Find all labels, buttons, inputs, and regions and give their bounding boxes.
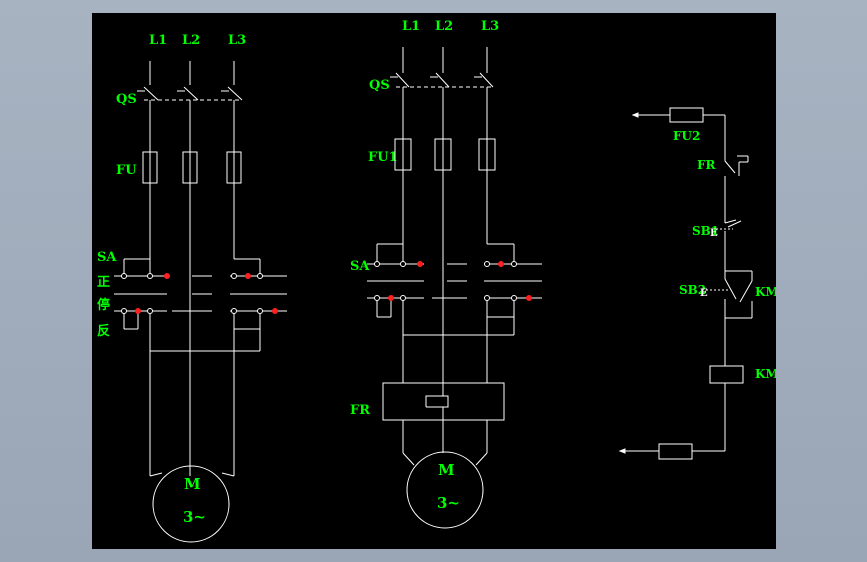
drawing-background [92,13,776,549]
switch-label-qs: QS [116,92,137,107]
relay-contact-label-fr: FR [697,158,717,172]
aux-contact-label-km: KM [755,285,776,299]
stop-button-sb1 [716,213,742,271]
diagram-1: L1 L2 L3 QS FU SA 正 停 反 [97,33,287,543]
phase-label-l3: L3 [228,33,246,48]
control-circuit: FU2 FR SB1 SB2 KM KM E E [618,107,776,460]
selector-switch-sa [114,258,287,352]
selector-forward-label: 正 [97,275,110,290]
selector-reverse-label: 反 [97,323,110,339]
motor-1-type: 3~ [183,508,206,526]
sb2-mark: E [700,288,708,299]
phase-label-l2: L2 [182,33,200,48]
motor-2-label: M [438,461,455,479]
coil-km [709,365,744,384]
phase-label-l3: L3 [481,19,499,34]
selector-label-sa: SA [97,250,117,265]
relay-label-fr: FR [350,403,370,418]
main-switch-qs [390,72,494,88]
main-switch-qs [137,86,243,101]
motor-2 [406,451,484,529]
phase-label-l1: L1 [402,19,420,34]
motor-1 [152,465,230,543]
motor-2-type: 3~ [437,494,460,512]
selector-label-sa: SA [350,259,370,274]
start-button-label-sb2: SB2 [679,283,706,297]
fuse-label-fu2: FU2 [673,129,700,143]
sb1-mark: E [710,228,718,239]
selector-switch-sa [367,243,542,383]
fuse-block-fu1 [394,138,496,171]
coil-label-km: KM [755,367,776,381]
motor-1-label: M [184,475,201,493]
phase-label-l1: L1 [149,33,167,48]
diagram-2: L1 L2 L3 QS FU1 SA FR [350,19,542,529]
phase-label-l2: L2 [435,19,453,34]
selector-stop-label: 停 [97,297,110,313]
fuse-label-fu1: FU1 [368,150,398,165]
schematic-canvas: L1 L2 L3 QS FU SA 正 停 反 [92,13,776,549]
start-button-sb2 [706,270,753,319]
switch-label-qs: QS [369,78,390,93]
relay-contact-fr [724,153,749,213]
stop-button-label-sb1: SB1 [692,224,719,238]
fuse-label-fu: FU [116,163,137,178]
